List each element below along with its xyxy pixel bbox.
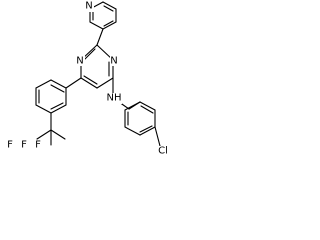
bond-pyridine-2: [102, 1, 117, 10]
atom-label-fluorine-2: F: [21, 140, 27, 151]
bond-clphenyl-3: [139, 126, 156, 136]
atom-label-fluorine-1: F: [7, 140, 13, 151]
bond-pyrimidine-cf3phenyl: [65, 77, 82, 89]
bond-cf3phenyl-5: [50, 104, 67, 114]
bond-clphenyl-1-inner: [140, 105, 154, 114]
bond-c-f1: [36, 129, 52, 140]
bond-pyrimidine-4: [80, 77, 98, 89]
chemical-structure-diagram: N N N NH Cl F F F: [5, 1, 171, 158]
bond-clphenyl-4: [124, 126, 141, 136]
bond-cf3phenyl-1-inner: [50, 84, 65, 93]
bond-phenyl-cl: [154, 126, 161, 147]
bond-cf3phenyl-4: [35, 104, 52, 114]
bond-c-f3: [50, 129, 66, 140]
atom-label-fluorine-3: F: [35, 140, 41, 151]
bond-pyridine-4-inner: [103, 20, 114, 27]
atom-label-pyrimidine-n3: N: [110, 56, 117, 67]
bond-cf3phenyl-5-inner: [50, 102, 64, 110]
bond-clphenyl-1: [139, 101, 156, 111]
atom-label-amine-nh: NH: [107, 93, 122, 104]
bond-pyridine-pyrimidine: [96, 28, 104, 46]
bond-pyrimidine-5: [96, 77, 114, 89]
bond-cf3phenyl-1: [50, 79, 67, 89]
bond-pyridine-4: [102, 21, 117, 30]
bond-clphenyl-6: [124, 101, 141, 111]
atom-label-pyridine-n: N: [85, 1, 92, 12]
atom-label-chlorine: Cl: [158, 146, 168, 157]
bond-cf3phenyl-2: [35, 79, 52, 89]
atom-labels: N N N NH Cl F F F: [5, 1, 171, 158]
bond-pyridine-2-inner: [103, 5, 114, 12]
bond-pyrimidine-4-inner: [83, 75, 98, 85]
atom-label-pyrimidine-n1: N: [76, 56, 83, 67]
bonds: [35, 1, 161, 147]
bond-clphenyl-3-inner: [139, 125, 153, 133]
bond-pyridine-5: [89, 21, 104, 30]
